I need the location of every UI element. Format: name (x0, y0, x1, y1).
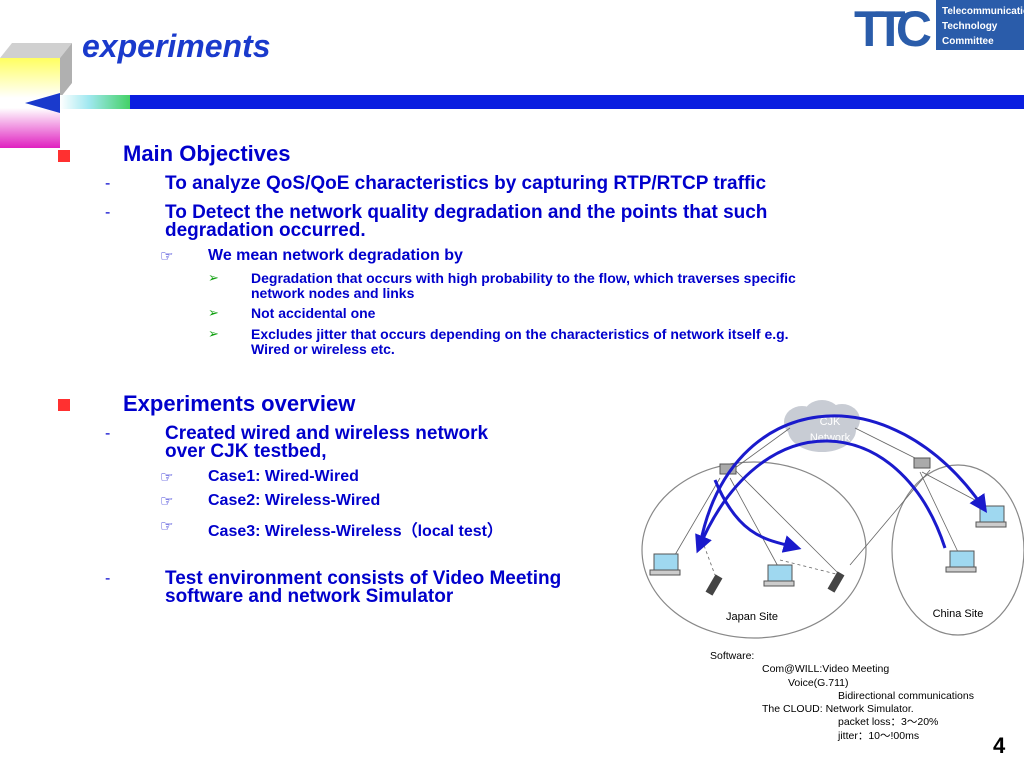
case-2: Case2: Wireless-Wired (208, 492, 381, 509)
pointing-hand-bullet-icon: ☞ (160, 248, 174, 265)
detail-3-line2: Wired or wireless etc. (251, 341, 395, 357)
pointing-hand-bullet-icon: ☞ (160, 518, 174, 535)
red-square-bullet-icon (58, 150, 70, 162)
cloud-label-1: CJK (820, 416, 841, 428)
detail-1-line1: Degradation that occurs with high probab… (251, 270, 796, 286)
notes-line-4: Bidirectional communications (838, 689, 974, 702)
corner-cube-graphic (0, 43, 72, 148)
logo-mark: TTC (854, 1, 932, 52)
china-site-label: China Site (933, 608, 984, 620)
dash-bullet-icon: - (105, 570, 111, 587)
pointing-hand-bullet-icon: ☞ (160, 469, 174, 486)
japan-site-label: Japan Site (726, 611, 778, 623)
notes-line-1: Software: (710, 650, 755, 662)
detail-2: Not accidental one (251, 305, 376, 321)
laptop-icon (975, 505, 1007, 528)
laptop-icon (649, 553, 681, 576)
objective-item-1: To analyze QoS/QoE characteristics by ca… (165, 173, 767, 194)
objectives-sub-heading: We mean network degradation by (208, 247, 463, 264)
objectives-heading: Main Objectives (123, 141, 291, 166)
router-icon (913, 457, 931, 469)
arrow-china-to-japan (695, 439, 947, 554)
dash-bullet-icon: - (105, 204, 111, 221)
header-bar (130, 95, 1024, 109)
laptop-icon (763, 564, 795, 587)
mobile-phone-icon (705, 574, 723, 596)
case-3: Case3: Wireless-Wireless（local test） (208, 523, 503, 540)
overview-item-2-line2: software and network Simulator (165, 586, 454, 607)
network-diagram: CJK Network Japan Site China Site (641, 400, 1024, 639)
green-arrow-bullet-icon: ➢ (208, 270, 219, 285)
logo-line3: Committee (942, 36, 994, 47)
logo-line1: Telecommunication (942, 6, 1024, 17)
green-arrow-bullet-icon: ➢ (208, 326, 219, 341)
laptop-icon (945, 550, 977, 573)
notes-line-2: Com@WILL:Video Meeting (762, 663, 890, 676)
red-square-bullet-icon (58, 399, 70, 411)
notes-line-3: Voice(G.711) (788, 676, 849, 689)
slide-title: experiments (82, 28, 271, 64)
ttc-logo: TTC Telecommunication Technology Committ… (852, 0, 1024, 52)
logo-line2: Technology (942, 21, 998, 32)
software-notes: Software: Com@WILL:Video Meeting Voice(G… (710, 650, 974, 743)
japan-site-boundary (641, 461, 867, 639)
header-bar-gradient (60, 95, 132, 109)
china-site-boundary (891, 464, 1024, 636)
case-1: Case1: Wired-Wired (208, 468, 359, 485)
notes-line-7: jitter：10〜!00ms (838, 729, 920, 742)
objective-item-2-line2: degradation occurred. (165, 220, 366, 241)
overview-item-1-line2: over CJK testbed, (165, 441, 327, 462)
notes-line-6: packet loss：3〜20% (838, 716, 939, 729)
overview-heading: Experiments overview (123, 391, 356, 416)
mobile-phone-icon (827, 571, 845, 593)
pointing-hand-bullet-icon: ☞ (160, 493, 174, 510)
objective-item-2-line1: To Detect the network quality degradatio… (165, 202, 768, 223)
arrow-wireless-local (713, 479, 802, 553)
overview-item-2-line1: Test environment consists of Video Meeti… (165, 568, 562, 589)
dash-bullet-icon: - (105, 425, 111, 442)
detail-1-line2: network nodes and links (251, 285, 415, 301)
overview-item-1-line1: Created wired and wireless network (165, 423, 489, 444)
green-arrow-bullet-icon: ➢ (208, 305, 219, 320)
dash-bullet-icon: - (105, 175, 111, 192)
notes-line-5: The CLOUD: Network Simulator. (762, 703, 914, 716)
detail-3-line1: Excludes jitter that occurs depending on… (251, 326, 789, 342)
page-number: 4 (993, 733, 1006, 758)
